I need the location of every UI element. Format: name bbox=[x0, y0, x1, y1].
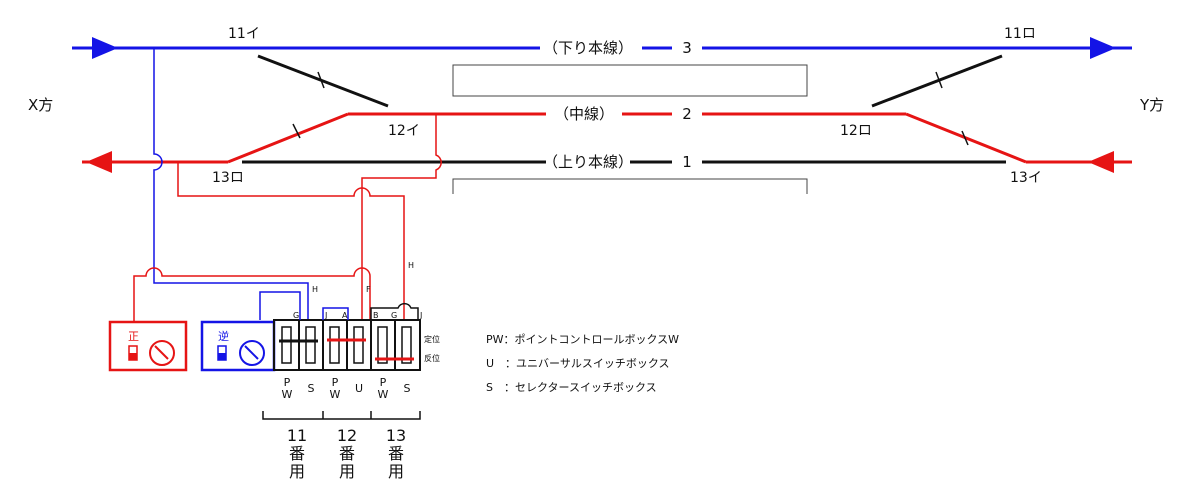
arrow-left-icon bbox=[86, 151, 112, 173]
track-3: （下り本線） 3 bbox=[72, 37, 1132, 59]
legend-u: U ：ユニバーサルスイッチボックス bbox=[486, 357, 670, 370]
gyaku-dial-icon bbox=[239, 340, 265, 366]
wire-h-label-1: H bbox=[312, 285, 318, 294]
group-13-num: 13 bbox=[386, 426, 406, 445]
track-1: （上り本線） 1 bbox=[82, 151, 1132, 173]
track-1-name: （上り本線） bbox=[543, 153, 633, 171]
col-11-pw-w: W bbox=[282, 388, 293, 401]
col-11-pw-p: P bbox=[284, 376, 291, 389]
sei-label: 正 bbox=[128, 330, 139, 343]
sei-dial-icon bbox=[149, 340, 175, 366]
col-13-pw-w: W bbox=[378, 388, 389, 401]
point-12ro-label: 12ロ bbox=[840, 123, 872, 139]
legend-s: S ：セレクタースイッチボックス bbox=[486, 381, 657, 394]
letter-g-13: G bbox=[391, 311, 397, 320]
legend: PW：ポイントコントロールボックスW U ：ユニバーサルスイッチボックス S ：… bbox=[486, 333, 679, 394]
control-panel: G J A B G J H F H 定位 反位 P W S P W U P W … bbox=[259, 261, 440, 481]
col-12-u: U bbox=[355, 382, 363, 395]
hani-label: 反位 bbox=[424, 353, 440, 363]
group-13-c1: 番 bbox=[388, 444, 404, 463]
arrow-left-icon bbox=[1088, 151, 1114, 173]
group-11-num: 11 bbox=[287, 426, 307, 445]
col-11-s: S bbox=[308, 382, 315, 395]
legend-pw: PW：ポイントコントロールボックスW bbox=[486, 333, 679, 346]
wire-f-label: F bbox=[366, 285, 371, 294]
station-left: X方 bbox=[28, 96, 53, 114]
track-2-name: （中線） bbox=[554, 105, 614, 123]
point-13i-label: 13イ bbox=[1010, 170, 1042, 186]
slider-11-s[interactable] bbox=[305, 326, 316, 364]
wire-h-label-2: H bbox=[408, 261, 414, 270]
arrow-right-icon bbox=[1090, 37, 1116, 59]
wire-red bbox=[133, 114, 442, 322]
group-12-num: 12 bbox=[337, 426, 357, 445]
letter-b-13: B bbox=[373, 311, 379, 320]
slider-12-pw[interactable] bbox=[329, 326, 340, 364]
platform-lower bbox=[452, 178, 808, 194]
track-3-number: 3 bbox=[682, 39, 692, 57]
platform-upper bbox=[452, 64, 808, 97]
group-11-c1: 番 bbox=[289, 444, 305, 463]
col-13-pw-p: P bbox=[380, 376, 387, 389]
wire-blue bbox=[153, 48, 309, 320]
col-13-s: S bbox=[404, 382, 411, 395]
point-11i-label: 11イ bbox=[228, 26, 260, 42]
point-11ro-label: 11ロ bbox=[1004, 26, 1036, 42]
letter-j-12: J bbox=[324, 311, 327, 320]
station-right: Y方 bbox=[1139, 96, 1164, 114]
letter-j-13: J bbox=[419, 311, 422, 320]
slider-12-u[interactable] bbox=[353, 326, 364, 364]
teii-label: 定位 bbox=[424, 334, 440, 344]
track-3-name: （下り本線） bbox=[543, 39, 633, 57]
point-13ro-label: 13ロ bbox=[212, 170, 244, 186]
letter-a-12: A bbox=[342, 311, 348, 320]
group-12-c1: 番 bbox=[339, 444, 355, 463]
crossover-11 bbox=[257, 54, 1003, 108]
slider-13-pw[interactable] bbox=[377, 326, 388, 364]
slider-13-s[interactable] bbox=[401, 326, 412, 364]
col-12-pw-p: P bbox=[332, 376, 339, 389]
slider-11-pw[interactable] bbox=[281, 326, 292, 364]
point-12i-label: 12イ bbox=[388, 123, 420, 139]
gyaku-label: 逆 bbox=[218, 329, 229, 343]
gyaku-box[interactable]: 逆 bbox=[200, 320, 276, 372]
track-2-number: 2 bbox=[682, 105, 692, 123]
group-12-c2: 用 bbox=[339, 462, 355, 481]
letter-g-11: G bbox=[293, 311, 299, 320]
track-2: （中線） 2 bbox=[227, 105, 1027, 164]
sei-box[interactable]: 正 bbox=[108, 320, 188, 372]
arrow-right-icon bbox=[92, 37, 118, 59]
col-12-pw-w: W bbox=[330, 388, 341, 401]
track-1-number: 1 bbox=[682, 153, 692, 171]
group-11-c2: 用 bbox=[289, 462, 305, 481]
group-13-c2: 用 bbox=[388, 462, 404, 481]
